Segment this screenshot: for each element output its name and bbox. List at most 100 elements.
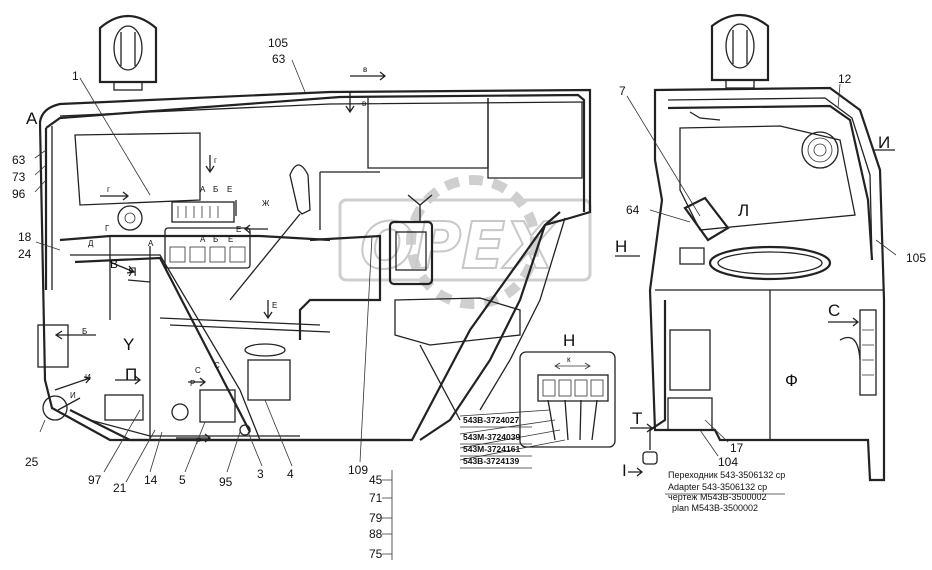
shift-lever	[289, 164, 311, 215]
callout-105-top: 105	[268, 36, 288, 50]
callout-12: 12	[838, 72, 852, 86]
letter-b2: Б	[213, 235, 218, 244]
callout-7: 7	[619, 84, 626, 98]
roof-beacon-left	[98, 15, 158, 91]
component-side	[37, 324, 69, 368]
view-letter-roman-i: I	[622, 461, 627, 480]
component-lower-right	[669, 329, 711, 391]
part-number-list: 543В-3724027 543М-3724039 543М-3724161 5…	[460, 415, 532, 469]
letter-e1: Е	[227, 185, 232, 194]
callout-14: 14	[144, 473, 158, 487]
view-letter-a: А	[26, 109, 38, 128]
relay-box	[388, 220, 434, 286]
letter-v2: в	[362, 99, 366, 108]
callout-97: 97	[88, 473, 102, 487]
callout-3: 3	[257, 467, 264, 481]
callout-88: 88	[369, 527, 383, 541]
letter-g3: Г	[105, 224, 110, 233]
letter-g2: г	[107, 185, 110, 194]
windshield-left	[74, 132, 201, 206]
component-17	[667, 397, 713, 431]
letter-a2: А	[148, 239, 154, 248]
callout-21: 21	[113, 481, 127, 495]
view-letter-v: В	[110, 257, 118, 271]
callout-96: 96	[12, 187, 26, 201]
letter-d: Д	[88, 239, 94, 248]
callout-18: 18	[18, 230, 32, 244]
note-plan-en: plan М543В-3500002	[672, 503, 758, 513]
view-letter-i: И	[878, 133, 890, 152]
component-lower-left	[104, 394, 144, 421]
letter-a3: А	[200, 235, 206, 244]
callout-63-top: 63	[272, 52, 286, 66]
callout-105-right: 105	[906, 251, 926, 265]
view-letter-l: Л	[738, 201, 749, 220]
fan	[801, 131, 839, 169]
callout-25: 25	[25, 455, 39, 469]
switch-block	[171, 201, 235, 223]
watermark-logo: ОРЕХ	[338, 175, 592, 309]
callout-79: 79	[369, 511, 383, 525]
view-letter-f: Ф	[785, 371, 798, 390]
adapter-notes: Переходник 543-3506132 ср Adapter 543-35…	[665, 470, 785, 513]
letter-b1: Б	[213, 185, 218, 194]
callout-104: 104	[718, 455, 738, 469]
letter-e2: Е	[236, 225, 241, 234]
callout-64: 64	[626, 203, 640, 217]
callout-75: 75	[369, 547, 383, 561]
letter-zh: Ж	[262, 199, 270, 208]
component-relay	[199, 389, 236, 423]
dash-panel	[164, 227, 251, 269]
rear-window-right	[679, 125, 856, 231]
callout-71: 71	[369, 491, 383, 505]
view-letter-s: С	[828, 301, 840, 320]
view-letter-ya: Я	[128, 265, 137, 279]
letter-r1: Р	[190, 379, 195, 388]
left-cab-view	[34, 15, 592, 560]
letter-b3: Б	[82, 327, 87, 336]
callout-24: 24	[18, 247, 32, 261]
view-letter-n: Н	[615, 237, 627, 256]
letter-i2: И	[85, 373, 91, 382]
part-number-3: 543М-3724161	[463, 444, 520, 454]
note-adapter-ru: Переходник 543-3506132 ср	[668, 470, 785, 480]
part-number-2: 543М-3724039	[463, 432, 520, 442]
view-letter-n-detail: Н	[563, 331, 575, 350]
roof-beacon-right	[710, 14, 770, 89]
view-letter-p: П	[125, 365, 137, 384]
callout-45: 45	[369, 473, 383, 487]
note-adapter-en: Adapter 543-3506132 cp	[668, 482, 767, 492]
callout-109: 109	[348, 463, 368, 477]
view-letters: А И Л Н Н С Ф Т I Y П Я В	[26, 109, 890, 480]
letter-e3: Е	[272, 301, 277, 310]
view-letter-y: Y	[123, 335, 134, 354]
harness-roof-run	[45, 93, 586, 212]
roof-hatch	[708, 245, 832, 281]
letter-s3: С	[214, 361, 220, 370]
component-battery-switch	[247, 359, 291, 401]
view-letter-t: Т	[632, 409, 642, 428]
letter-v1: в	[363, 65, 367, 74]
letter-s2: С	[195, 366, 201, 375]
cab-outline-right	[648, 86, 886, 482]
callout-63-left: 63	[12, 153, 26, 167]
note-plan-ru: чертеж М543В-3500002	[668, 492, 767, 502]
callout-1: 1	[72, 69, 79, 83]
letter-e4: Е	[228, 235, 233, 244]
letter-k: к	[567, 355, 571, 364]
part-number-1: 543В-3724027	[463, 415, 520, 425]
part-number-4: 543В-3724139	[463, 456, 520, 466]
letter-g1: г	[214, 156, 217, 165]
callout-4: 4	[287, 467, 294, 481]
callout-17: 17	[730, 441, 744, 455]
component-64	[683, 196, 730, 242]
callout-numbers: 1 105 63 7 12 63 73 96 18 24 64 105 25 9…	[12, 36, 926, 561]
gauge	[117, 205, 143, 231]
callout-73: 73	[12, 170, 26, 184]
right-cab-view	[615, 14, 897, 482]
callout-5: 5	[179, 473, 186, 487]
seat	[394, 297, 521, 346]
letter-i3: И	[70, 391, 76, 400]
letter-r2: Р	[196, 437, 201, 446]
